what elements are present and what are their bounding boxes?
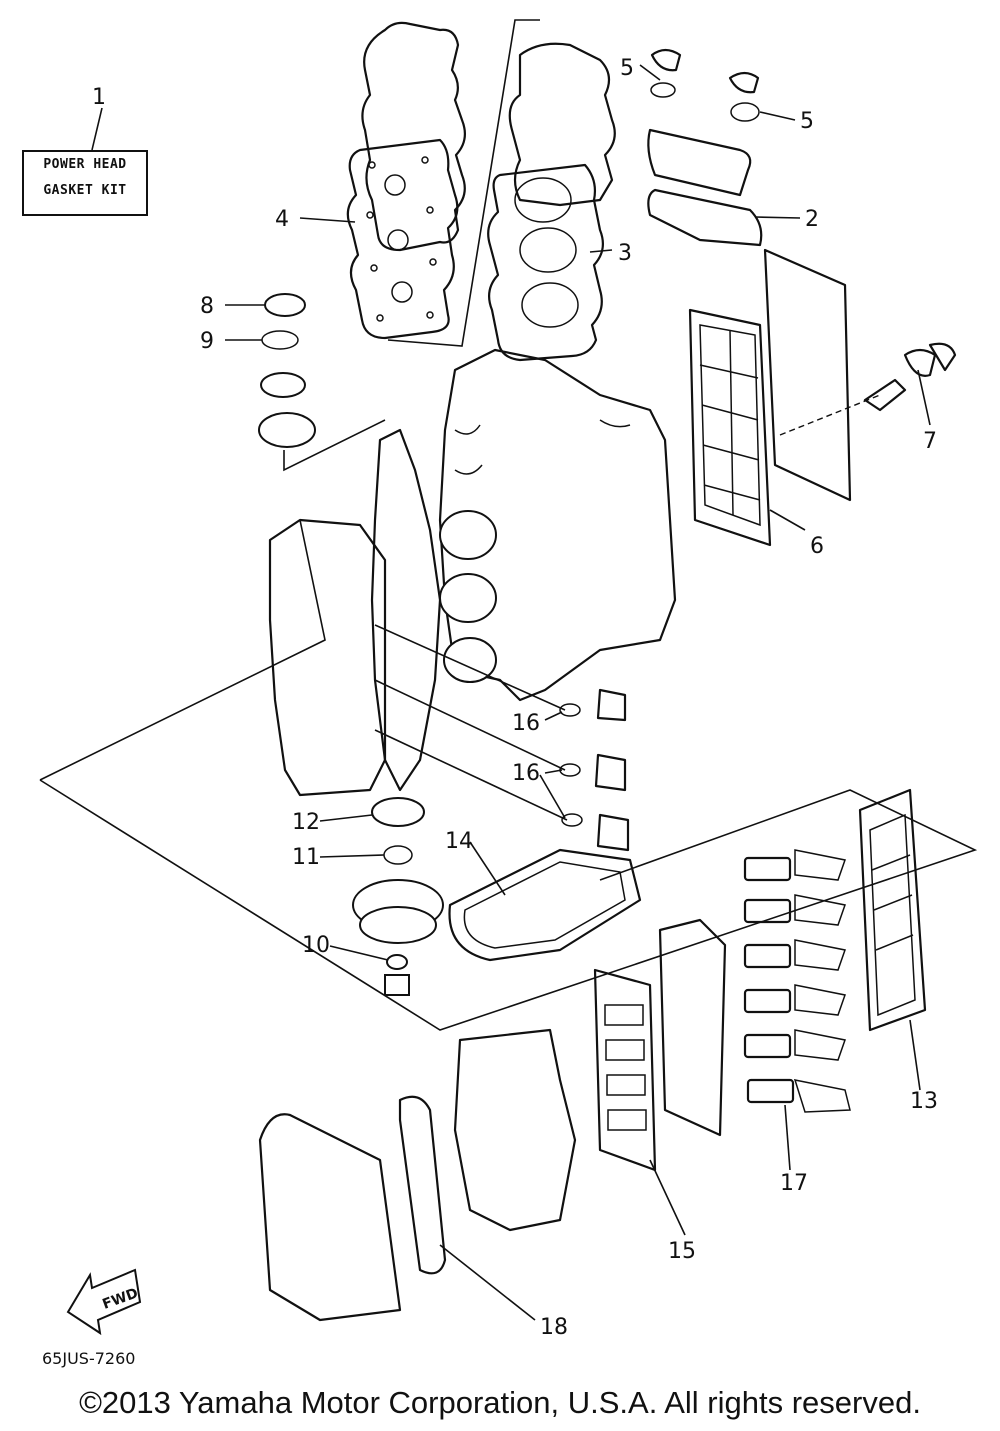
callout-11: 11 — [292, 845, 320, 870]
callout-16a: 16 — [512, 711, 540, 736]
callout-8: 8 — [200, 294, 214, 319]
cylinder-head — [508, 42, 616, 207]
head-gasket — [346, 138, 459, 340]
callout-18: 18 — [540, 1315, 568, 1340]
callout-9: 9 — [200, 329, 214, 354]
callout-2: 2 — [805, 207, 819, 232]
kit-label-line2: GASKET KIT — [43, 183, 127, 198]
callout-16b: 16 — [512, 761, 540, 786]
callout-5a: 5 — [620, 56, 634, 81]
forward-arrow-icon: FWD — [66, 1268, 142, 1336]
callout-7: 7 — [923, 429, 937, 454]
cylinder-head-cover — [361, 21, 467, 252]
copyright-notice: ©2013 Yamaha Motor Corporation, U.S.A. A… — [79, 1385, 921, 1420]
callout-15: 15 — [668, 1239, 696, 1264]
callout-14: 14 — [445, 829, 473, 854]
drawing-code: 65JUS-7260 — [42, 1349, 136, 1368]
callout-1: 1 — [92, 85, 106, 110]
callout-4: 4 — [275, 207, 289, 232]
callout-6: 6 — [810, 534, 824, 559]
callout-17: 17 — [780, 1171, 808, 1196]
power-head-gasket-kit-label: POWER HEAD GASKET KIT — [22, 150, 148, 216]
callout-12: 12 — [292, 810, 320, 835]
kit-label-line1: POWER HEAD — [43, 157, 127, 172]
callout-3: 3 — [618, 241, 632, 266]
callout-5b: 5 — [800, 109, 814, 134]
callout-10: 10 — [302, 933, 330, 958]
callout-13: 13 — [910, 1089, 938, 1114]
